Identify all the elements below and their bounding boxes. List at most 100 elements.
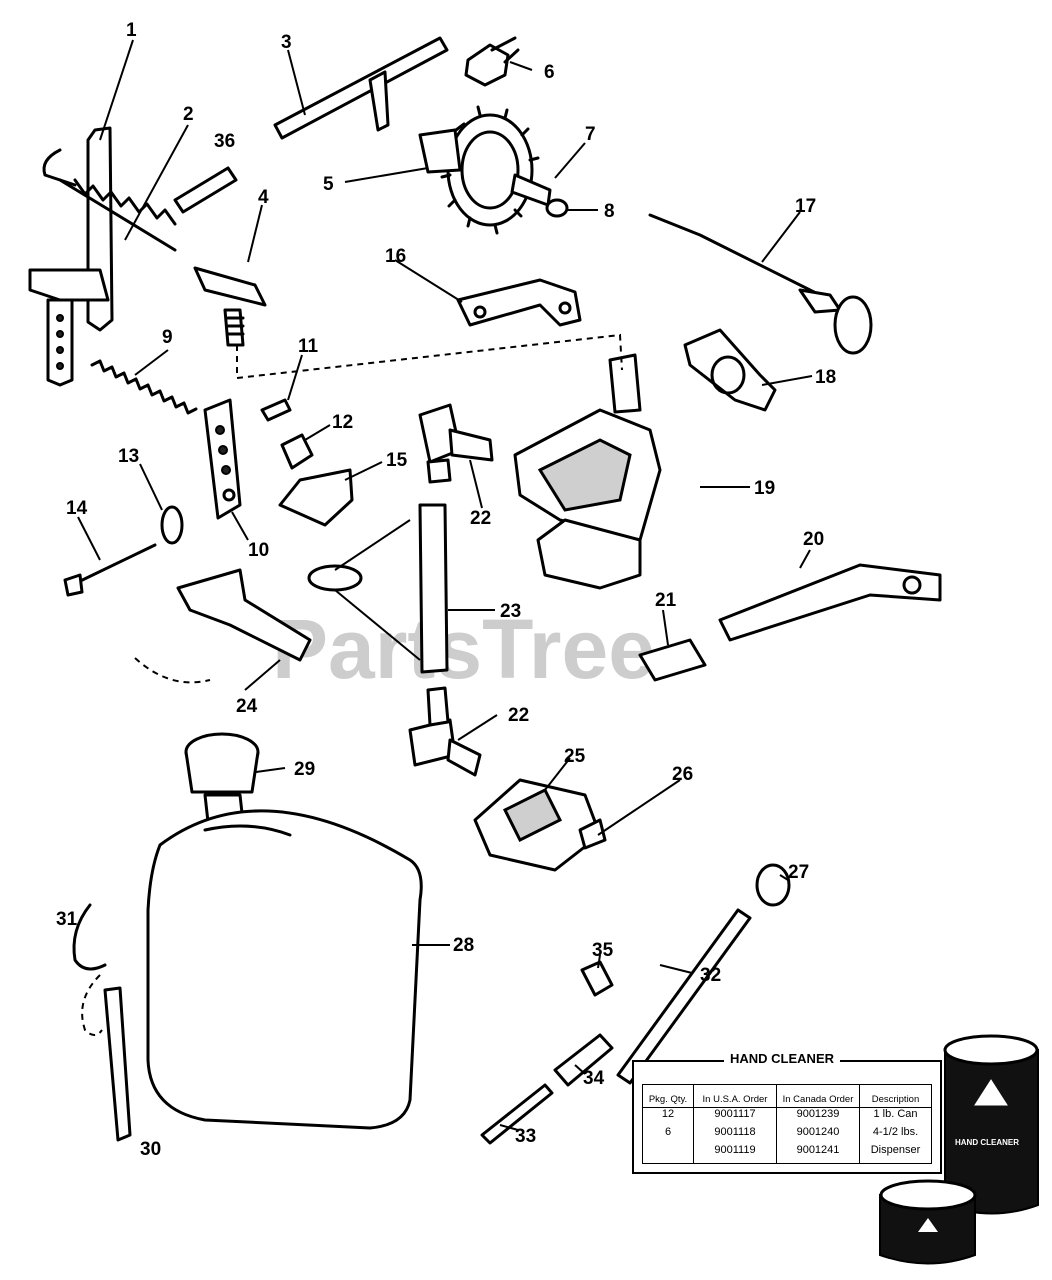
callout-2: 2 bbox=[183, 104, 194, 125]
part-2-spring-rod bbox=[58, 178, 177, 252]
lever-path bbox=[134, 657, 211, 684]
part-5-governor-gear bbox=[418, 105, 552, 235]
callout-18: 18 bbox=[815, 367, 836, 388]
cell-usa-order: 9001117 bbox=[693, 1107, 777, 1127]
part-36-sleeve bbox=[173, 166, 238, 214]
callout-31: 31 bbox=[56, 909, 78, 930]
callout-14: 14 bbox=[66, 498, 88, 519]
callout-6: 6 bbox=[544, 62, 555, 83]
part-4-swivel bbox=[193, 266, 267, 347]
part-25-fuel-pump bbox=[473, 778, 602, 872]
callout-33: 33 bbox=[515, 1126, 536, 1147]
part-21-clip bbox=[638, 638, 707, 682]
hand-cleaner-table: Pkg. Qty. In U.S.A. Order In Canada Orde… bbox=[642, 1084, 932, 1164]
callout-23: 23 bbox=[500, 601, 521, 622]
part-24-lever bbox=[176, 568, 312, 662]
callout-26: 26 bbox=[672, 764, 693, 785]
part-22-elbow-lower bbox=[408, 686, 482, 777]
callout-35: 35 bbox=[592, 940, 614, 961]
callout-36: 36 bbox=[214, 131, 235, 152]
table-row: 9001119 9001241 Dispenser bbox=[642, 1144, 932, 1164]
leader-lines bbox=[77, 39, 813, 1131]
part-23-fuel-line bbox=[418, 503, 449, 674]
callout-25: 25 bbox=[564, 746, 586, 767]
hand-cleaner-table-box: HAND CLEANER Pkg. Qty. In U.S.A. Order I… bbox=[632, 1051, 942, 1174]
cell-usa-order: 9001119 bbox=[693, 1144, 777, 1164]
callout-4: 4 bbox=[258, 187, 269, 208]
part-34-valve bbox=[553, 1033, 614, 1087]
callout-30: 30 bbox=[140, 1139, 161, 1160]
part-20-mount-bracket bbox=[718, 563, 942, 642]
cell-canada-order: 9001240 bbox=[776, 1126, 860, 1145]
cell-canada-order: 9001241 bbox=[776, 1144, 860, 1164]
callout-12: 12 bbox=[332, 412, 353, 433]
part-18-gasket bbox=[683, 328, 777, 412]
callout-19: 19 bbox=[754, 478, 775, 499]
cell-usa-order: 9001118 bbox=[693, 1126, 777, 1145]
cell-canada-order: 9001239 bbox=[776, 1107, 860, 1127]
part-26-pump-fitting bbox=[578, 818, 607, 850]
callout-8: 8 bbox=[604, 201, 615, 222]
callout-5: 5 bbox=[323, 174, 334, 195]
part-15-bracket bbox=[278, 468, 354, 527]
col-header-description: Description bbox=[859, 1084, 932, 1108]
part-3-rod bbox=[273, 36, 449, 140]
linkage-path bbox=[236, 333, 623, 380]
callout-22-lower: 22 bbox=[508, 705, 529, 726]
callout-9: 9 bbox=[162, 327, 173, 348]
part-14-bolt bbox=[63, 543, 157, 597]
hand-cleaner-can-large: HAND CLEANER bbox=[943, 1034, 1039, 1215]
callout-29: 29 bbox=[294, 759, 315, 780]
part-9-spring bbox=[90, 359, 198, 415]
callout-10: 10 bbox=[248, 540, 269, 561]
col-header-canada-order: In Canada Order bbox=[776, 1084, 860, 1108]
cell-pkg-qty: 12 bbox=[642, 1107, 694, 1127]
part-31-strap bbox=[72, 903, 107, 971]
cell-description: 4-1/2 lbs. bbox=[859, 1126, 932, 1145]
callout-13: 13 bbox=[118, 446, 139, 467]
callout-11: 11 bbox=[298, 336, 319, 357]
part-22-elbow-upper bbox=[418, 403, 494, 484]
part-16-link-bracket bbox=[456, 278, 582, 327]
callout-1: 1 bbox=[126, 20, 137, 41]
callout-3: 3 bbox=[281, 32, 292, 53]
hand-cleaner-title: HAND CLEANER bbox=[724, 1051, 840, 1066]
col-header-pkg-qty: Pkg. Qty. bbox=[642, 1084, 694, 1108]
table-row: 12 9001117 9001239 1 lb. Can bbox=[642, 1107, 932, 1127]
part-1-control-bracket bbox=[28, 126, 114, 387]
callout-17: 17 bbox=[795, 196, 816, 217]
callout-27: 27 bbox=[788, 862, 809, 883]
part-8-washer bbox=[545, 198, 569, 218]
part-19-carburetor bbox=[513, 353, 662, 590]
can-label: HAND CLEANER bbox=[955, 1138, 1019, 1147]
cell-description: 1 lb. Can bbox=[859, 1107, 932, 1127]
cell-pkg-qty bbox=[642, 1144, 694, 1164]
part-32-fuel-line bbox=[616, 908, 752, 1085]
watermark: PartsTree bbox=[272, 602, 655, 696]
callout-16: 16 bbox=[385, 246, 406, 267]
part-10-plate bbox=[203, 398, 242, 520]
callout-7: 7 bbox=[585, 124, 596, 145]
callout-32: 32 bbox=[700, 965, 721, 986]
col-header-usa-order: In U.S.A. Order bbox=[693, 1084, 777, 1108]
hand-cleaner-can-small bbox=[879, 1179, 977, 1265]
callout-21: 21 bbox=[655, 590, 677, 611]
table-row: 6 9001118 9001240 4-1/2 lbs. bbox=[642, 1126, 932, 1145]
part-6-plug bbox=[464, 36, 520, 87]
cell-pkg-qty: 6 bbox=[642, 1126, 694, 1145]
callout-15: 15 bbox=[386, 450, 408, 471]
part-33-pin bbox=[480, 1083, 554, 1145]
part-11-pin bbox=[260, 398, 292, 422]
part-12-bushing bbox=[280, 433, 314, 470]
callout-22-upper: 22 bbox=[470, 508, 491, 529]
callout-24: 24 bbox=[236, 696, 258, 717]
part-28-fuel-tank bbox=[146, 809, 423, 1130]
callout-28: 28 bbox=[453, 935, 474, 956]
part-35-fitting bbox=[580, 960, 614, 997]
part-30-clamp bbox=[81, 974, 132, 1142]
part-27-grommet bbox=[755, 863, 791, 907]
cell-description: Dispenser bbox=[859, 1144, 932, 1164]
part-17-choke-cable bbox=[648, 213, 873, 355]
part-13-ring bbox=[160, 505, 184, 545]
